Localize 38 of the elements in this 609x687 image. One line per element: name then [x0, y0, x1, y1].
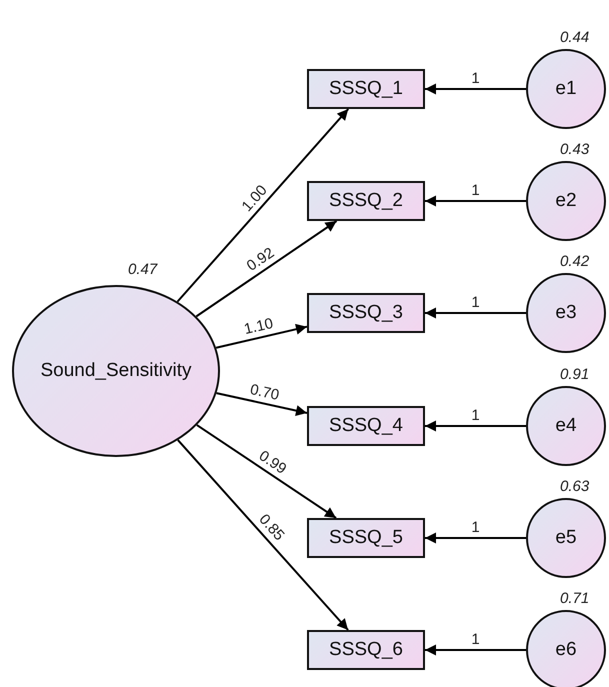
variance-label: 0.47 [128, 262, 158, 277]
arrow [177, 439, 349, 631]
observed-variable-box: SSSQ_4 [307, 406, 425, 446]
observed-variable-box: SSSQ_5 [307, 518, 425, 558]
error-term-circle: e5 [526, 498, 606, 578]
variance-label: 0.42 [560, 254, 590, 269]
edge-label: 1 [470, 182, 481, 198]
arrow [425, 644, 526, 656]
arrow [216, 392, 308, 416]
edge-label: 1 [470, 632, 481, 646]
arrow [196, 424, 337, 519]
arrow [425, 308, 526, 318]
error-term-circle: e3 [526, 273, 606, 353]
arrow [425, 196, 526, 206]
observed-variable-box: SSSQ_6 [307, 630, 425, 670]
arrow [196, 220, 338, 318]
edge-label: 1 [470, 520, 481, 534]
variance-label: 0.43 [560, 142, 590, 157]
variance-label: 0.71 [560, 591, 590, 606]
variance-label: 0.91 [560, 367, 590, 382]
error-term-circle: e6 [526, 610, 606, 687]
error-term-circle: e2 [526, 161, 606, 241]
error-term-circle: e4 [526, 386, 606, 466]
edge-label: 1 [470, 70, 481, 86]
variance-label: 0.63 [560, 479, 590, 494]
arrow [425, 84, 526, 94]
error-term-circle: e1 [526, 49, 606, 129]
observed-variable-box: SSSQ_1 [307, 69, 425, 109]
observed-variable-box: SSSQ_3 [307, 293, 425, 333]
edge-label: 1 [470, 408, 481, 422]
arrow [176, 108, 350, 302]
edge-label: 1 [470, 294, 481, 310]
arrow [425, 420, 526, 432]
latent-variable-ellipse: Sound_Sensitivity [12, 285, 220, 457]
arrow [425, 532, 526, 544]
arrow [216, 324, 308, 349]
observed-variable-box: SSSQ_2 [307, 181, 425, 221]
variance-label: 0.44 [560, 30, 590, 45]
